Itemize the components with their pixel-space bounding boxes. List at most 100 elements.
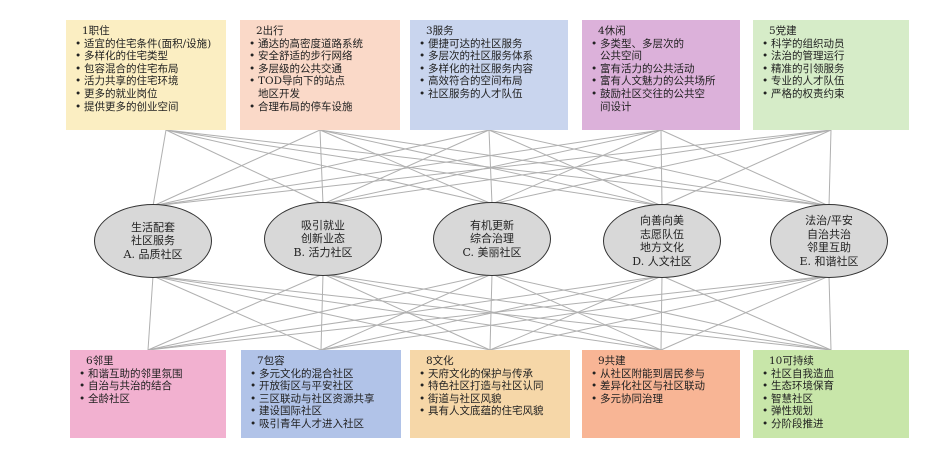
bottom-box-list: 和谐互助的邻里氛围自治与共治的结合全龄社区 xyxy=(78,368,220,406)
goal-ellipse-line: 法治/平安 xyxy=(805,214,853,227)
connector-goal-4-bottom-1 xyxy=(147,275,663,351)
top-box-title: 4休闲 xyxy=(598,25,626,37)
bottom-box-title: 6邻里 xyxy=(86,355,114,367)
goal-ellipse-line: 地方文化 xyxy=(639,241,684,254)
top-box-2: 2出行通达的高密度道路系统安全舒适的步行网络多层级的公共交通TOD导向下的站点 … xyxy=(240,20,400,130)
bottom-box-5: 10可持续社区自我造血生态环境保育智慧社区弹性规划分阶段推进 xyxy=(753,350,909,438)
bottom-box-title: 7包容 xyxy=(257,355,285,367)
list-item: 多样化的社区服务内容 xyxy=(418,63,562,76)
connector-goal-3-bottom-2 xyxy=(320,273,493,351)
connector-goal-5-bottom-3 xyxy=(489,275,830,351)
top-box-1: 1职住适宜的住宅条件(面积/设施)多样化的住宅类型包容混合的住宅布局活力共享的住… xyxy=(66,20,226,130)
top-box-title: 5党建 xyxy=(769,25,797,37)
connector-goal-5-bottom-5 xyxy=(828,275,832,351)
list-item: 智慧社区 xyxy=(761,393,903,406)
connector-goal-5-bottom-2 xyxy=(320,275,830,351)
list-item: 多样化的住宅类型 xyxy=(74,50,220,63)
connector-goal-5-bottom-1 xyxy=(147,275,830,351)
connector-goal-1-bottom-1 xyxy=(147,275,154,351)
goal-ellipse-line: E. 和谐社区 xyxy=(799,254,859,268)
goal-ellipse-line: 吸引就业 xyxy=(300,218,345,232)
list-item: 高效符合的空间布局 xyxy=(418,75,562,88)
list-item: 通达的高密度道路系统 xyxy=(248,38,394,51)
connector-goal-2-bottom-1 xyxy=(147,273,324,351)
connector-top-4-goal-1 xyxy=(152,129,662,207)
connector-top-1-goal-5 xyxy=(165,129,830,207)
goal-ellipse-line: 社区服务 xyxy=(131,234,175,248)
goal-ellipse-line: 创新业态 xyxy=(300,232,345,246)
list-item: 具有人文底蕴的住宅风貌 xyxy=(418,405,564,418)
bottom-box-1: 6邻里和谐互助的邻里氛围自治与共治的结合全龄社区 xyxy=(70,350,226,438)
list-item: 便捷可达的社区服务 xyxy=(418,38,562,51)
bottom-box-list: 从社区附能到居民参与差异化社区与社区联动多元协同治理 xyxy=(590,368,734,406)
list-item: 差异化社区与社区联动 xyxy=(590,380,734,393)
list-item: 多层次的社区服务体系 xyxy=(418,50,562,63)
list-item: 适宜的住宅条件(面积/设施) xyxy=(74,38,220,51)
list-item: TOD导向下的站点 地区开发 xyxy=(248,75,394,100)
bottom-box-4: 9共建从社区附能到居民参与差异化社区与社区联动多元协同治理 xyxy=(582,350,740,438)
list-item: 从社区附能到居民参与 xyxy=(590,368,734,381)
top-box-list: 多类型、多层次的 公共空间富有活力的公共活动富有人文魅力的公共场所鼓励社区交往的… xyxy=(590,38,734,114)
list-item: 活力共享的住宅环境 xyxy=(74,75,220,88)
connector-goal-3-bottom-1 xyxy=(147,273,493,351)
bottom-box-2: 7包容多元文化的混合社区开放街区与平安社区三区联动与社区资源共享建设国际社区吸引… xyxy=(241,350,401,438)
bottom-box-title: 10可持续 xyxy=(769,355,814,367)
connector-top-5-goal-4 xyxy=(661,129,832,207)
list-item: 合理布局的停车设施 xyxy=(248,101,394,114)
connector-top-4-goal-4 xyxy=(660,129,663,207)
top-box-title: 1职住 xyxy=(82,25,110,37)
top-box-3: 3服务便捷可达的社区服务多层次的社区服务体系多样化的社区服务内容高效符合的空间布… xyxy=(410,20,568,130)
list-item: 建设国际社区 xyxy=(249,405,395,418)
list-item: 特色社区打造与社区认同 xyxy=(418,380,564,393)
bottom-box-3: 8文化天府文化的保护与传承特色社区打造与社区认同街道与社区风貌具有人文底蕴的住宅… xyxy=(410,350,570,438)
connector-goal-4-bottom-5 xyxy=(661,275,832,351)
bottom-box-list: 社区自我造血生态环境保育智慧社区弹性规划分阶段推进 xyxy=(761,368,903,431)
connector-top-1-goal-1 xyxy=(152,129,167,207)
list-item: 分阶段推进 xyxy=(761,418,903,431)
list-item: 生态环境保育 xyxy=(761,380,903,393)
goal-ellipse-line: 综合治理 xyxy=(470,232,514,246)
list-item: 包容混合的住宅布局 xyxy=(74,63,220,76)
top-box-list: 便捷可达的社区服务多层次的社区服务体系多样化的社区服务内容高效符合的空间布局社区… xyxy=(418,38,562,101)
list-item: 专业的人才队伍 xyxy=(761,75,903,88)
top-box-4: 4休闲多类型、多层次的 公共空间富有活力的公共活动富有人文魅力的公共场所鼓励社区… xyxy=(582,20,740,130)
goal-ellipse-line: 向善向美 xyxy=(639,214,684,227)
list-item: 多类型、多层次的 公共空间 xyxy=(590,38,734,63)
list-item: 富有活力的公共活动 xyxy=(590,63,734,76)
list-item: 弹性规划 xyxy=(761,405,903,418)
connector-goal-5-bottom-4 xyxy=(660,275,830,351)
connector-top-3-goal-5 xyxy=(488,129,830,207)
top-box-title: 2出行 xyxy=(256,25,284,37)
list-item: 提供更多的创业空间 xyxy=(74,101,220,114)
list-item: 更多的就业岗位 xyxy=(74,88,220,101)
list-item: 鼓励社区交往的公共空 间设计 xyxy=(590,88,734,113)
list-item: 富有人文魅力的公共场所 xyxy=(590,75,734,88)
list-item: 天府文化的保护与传承 xyxy=(418,368,564,381)
goal-ellipse-line: A. 品质社区 xyxy=(123,247,183,261)
list-item: 法治的管理运行 xyxy=(761,50,903,63)
top-box-title: 3服务 xyxy=(426,25,454,37)
goal-ellipse-line: 邻里互助 xyxy=(807,241,851,254)
bottom-box-list: 多元文化的混合社区开放街区与平安社区三区联动与社区资源共享建设国际社区吸引青年人… xyxy=(249,368,395,431)
connector-top-4-goal-5 xyxy=(660,129,830,207)
list-item: 吸引青年人才进入社区 xyxy=(249,418,395,431)
connector-goal-2-bottom-4 xyxy=(322,273,662,351)
bottom-box-title: 8文化 xyxy=(426,355,454,367)
connector-top-1-goal-2 xyxy=(165,129,324,205)
connector-top-2-goal-4 xyxy=(319,129,663,207)
connector-top-2-goal-2 xyxy=(319,129,324,205)
connector-goal-3-bottom-3 xyxy=(489,273,493,351)
list-item: 社区服务的人才队伍 xyxy=(418,88,562,101)
connector-top-2-goal-5 xyxy=(319,129,830,207)
list-item: 三区联动与社区资源共享 xyxy=(249,393,395,406)
top-box-list: 科学的组织动员法治的管理运行精准的引领服务专业的人才队伍严格的权责约束 xyxy=(761,38,903,101)
list-item: 多元协同治理 xyxy=(590,393,734,406)
top-box-list: 适宜的住宅条件(面积/设施)多样化的住宅类型包容混合的住宅布局活力共享的住宅环境… xyxy=(74,38,220,114)
connector-top-2-goal-1 xyxy=(152,129,321,207)
list-item: 科学的组织动员 xyxy=(761,38,903,51)
goal-ellipse-line: 生活配套 xyxy=(131,220,175,234)
